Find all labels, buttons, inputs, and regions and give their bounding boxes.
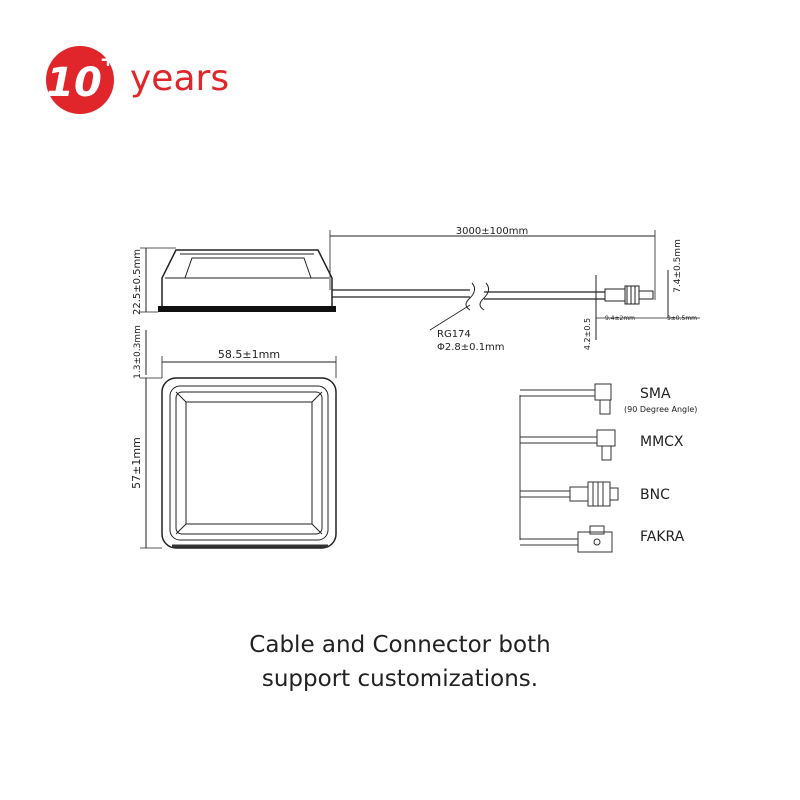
dim-ext-length [329,230,656,300]
antenna-top-ring-inner [175,391,323,535]
label-connector-height: 7.4±0.5mm [673,239,683,293]
mmcx-body [596,429,616,447]
antenna-side-body [161,249,333,311]
label-cable-length: 3000±100mm [456,226,528,237]
connector-name-fakra: FAKRA [640,529,685,545]
antenna-side-inner [184,257,312,279]
label-dim-vertical: 4.2±0.5 [583,318,592,350]
label-cable-diameter: Φ2.8±0.1mm [437,342,505,353]
connector-name-mmcx: MMCX [640,434,684,450]
dim-ext-depth [140,377,162,549]
bnc-ferrule [569,486,589,502]
logo-plus: + [100,47,117,71]
logo-number: 10 [46,60,102,106]
connector-name-bnc: BNC [640,487,670,503]
connector-pin [638,290,654,300]
bnc-tip [609,487,619,501]
bnc-cable [520,490,570,498]
label-depth: 57±1mm [130,437,143,489]
cable-upper [332,289,605,293]
caption-line-1: Cable and Connector both [249,632,551,658]
cable-break-right [479,282,490,311]
label-dim-right: 9±0.5mm [667,315,697,322]
connector-options [519,383,619,553]
label-dim-left: 9.4±2mm [605,315,635,322]
label-base-height: 1.3±0.3mm [133,325,143,379]
side-view [140,230,700,375]
dim-ext-height [140,247,176,313]
label-width: 58.5±1mm [218,348,280,361]
connector-knurl [626,286,636,304]
ten-years-logo: 10 + years [46,46,229,114]
sma-nut [599,399,611,415]
logo-word: years [130,58,229,99]
antenna-top-ring-outer [169,385,329,541]
antenna-base-pad [158,306,336,312]
fakra-port [593,538,601,546]
antenna-top-face [185,401,313,525]
fakra-body [577,531,613,553]
sma-body [594,383,612,401]
bnc-ridges [592,482,604,506]
antenna-top-outline [161,377,337,549]
logo-circle [46,46,114,114]
fakra-cable [520,538,578,546]
dim-ext-width [161,356,337,378]
fakra-latch [589,525,605,535]
sma-cable [520,389,595,397]
bnc-body [587,481,611,507]
top-view [140,356,337,549]
caption-line-2: support customizations. [261,666,539,692]
connector-note-sma: (90 Degree Angle) [624,405,697,414]
connector-ferrule [604,288,626,302]
connector-name-sma: SMA [640,386,671,402]
mmcx-cable [520,436,597,444]
label-cable-type: RG174 [437,329,471,340]
antenna-top-corners [175,391,323,535]
label-height: 22.5±0.5mm [132,249,143,315]
mmcx-pin [601,445,612,461]
cable-lower [332,296,605,300]
cable-label-leader [429,304,471,331]
